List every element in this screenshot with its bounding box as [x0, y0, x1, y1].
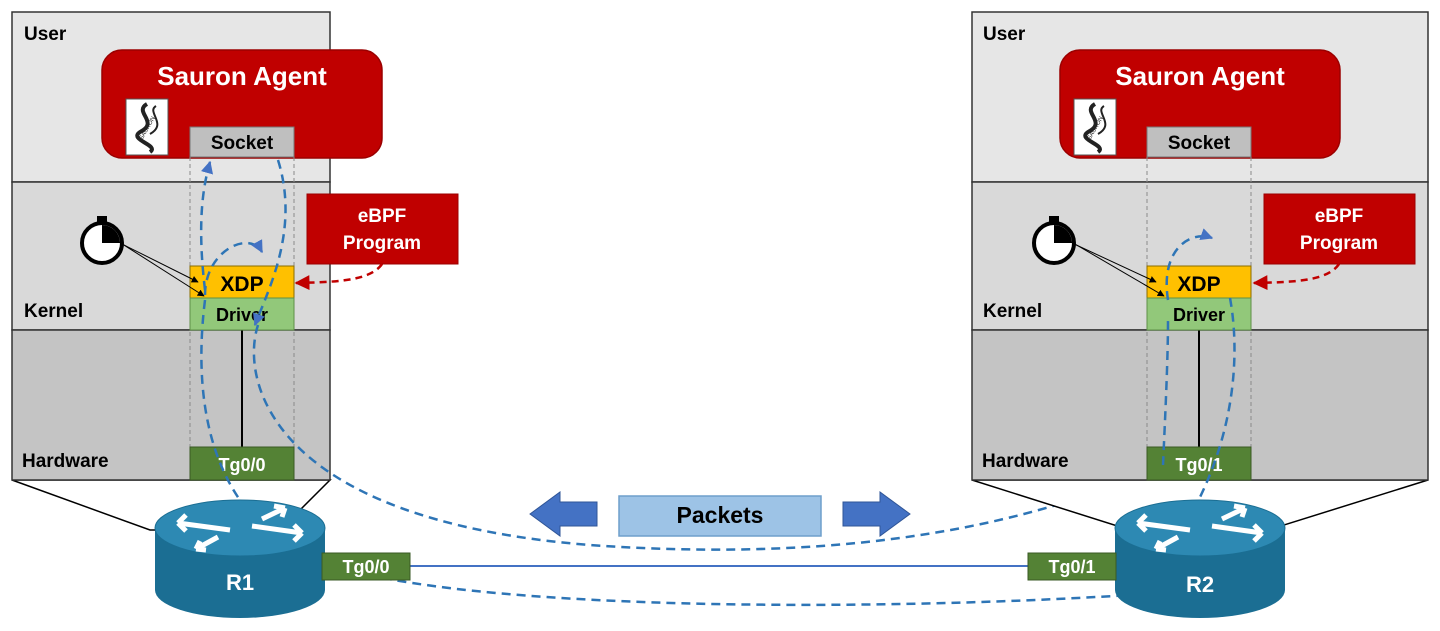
packets-left-arrow-icon: [529, 491, 598, 537]
left-driver-box: [189, 297, 295, 331]
right-hw-port-label: Tg0/1: [1175, 455, 1222, 475]
left-ebpf-line1: eBPF: [358, 206, 407, 227]
left-user-label: User: [24, 24, 67, 45]
left-agent-title: Sauron Agent: [157, 61, 327, 91]
left-ebpf-program: [306, 193, 459, 265]
right-sauron-agent: [1059, 49, 1341, 159]
left-host: User Kernel Hardware Sauron Agent SAURON…: [11, 11, 1164, 607]
right-ebpf-line2: Program: [1300, 233, 1378, 254]
r2-router-icon: R2: [1114, 499, 1286, 618]
left-driver-label: Driver: [216, 305, 268, 325]
left-xdp-box: [189, 265, 295, 299]
packets-box: [618, 495, 822, 537]
right-host: User Kernel Hardware Sauron Agent SAURON…: [971, 11, 1429, 596]
left-sauron-logo: SAURON: [125, 98, 169, 156]
right-ebpf-attach-arrow: [1252, 263, 1341, 291]
left-socket-label: Socket: [211, 133, 274, 154]
left-sauron-agent: [101, 49, 383, 159]
left-ebpf-line2: Program: [343, 233, 421, 254]
right-stopwatch-icon: [1032, 216, 1076, 265]
packets-right-arrow-icon: [842, 491, 911, 537]
left-socket: [189, 126, 295, 158]
r2-port: [1027, 552, 1117, 581]
right-socket: [1146, 126, 1252, 158]
left-kernel-label: Kernel: [24, 301, 83, 322]
r2-port-label: Tg0/1: [1048, 557, 1095, 577]
r1-router-icon: R1: [154, 499, 326, 618]
left-hw-port: [189, 446, 295, 481]
right-ebpf-line1: eBPF: [1315, 206, 1364, 227]
packets-indicator: Packets: [529, 491, 911, 537]
r1-port: [321, 552, 411, 581]
left-xdp-label: XDP: [220, 273, 263, 296]
r2-label: R2: [1186, 572, 1214, 597]
right-socket-label: Socket: [1168, 133, 1231, 154]
right-hw-port: [1146, 446, 1252, 481]
left-stopwatch-icon: [80, 216, 124, 265]
r1-port-label: Tg0/0: [342, 557, 389, 577]
right-ebpf-program: [1263, 193, 1416, 265]
packets-label: Packets: [677, 502, 764, 528]
right-sauron-logo: SAURON: [1073, 98, 1117, 156]
left-ebpf-attach-arrow: [294, 263, 384, 291]
right-hardware-label: Hardware: [982, 451, 1069, 472]
right-agent-title: Sauron Agent: [1115, 61, 1285, 91]
right-kernel-label: Kernel: [983, 301, 1042, 322]
r1-label: R1: [226, 570, 254, 595]
right-user-label: User: [983, 24, 1026, 45]
left-hardware-label: Hardware: [22, 451, 109, 472]
right-driver-label: Driver: [1173, 305, 1225, 325]
left-hw-port-label: Tg0/0: [218, 455, 265, 475]
right-xdp-label: XDP: [1177, 273, 1220, 296]
